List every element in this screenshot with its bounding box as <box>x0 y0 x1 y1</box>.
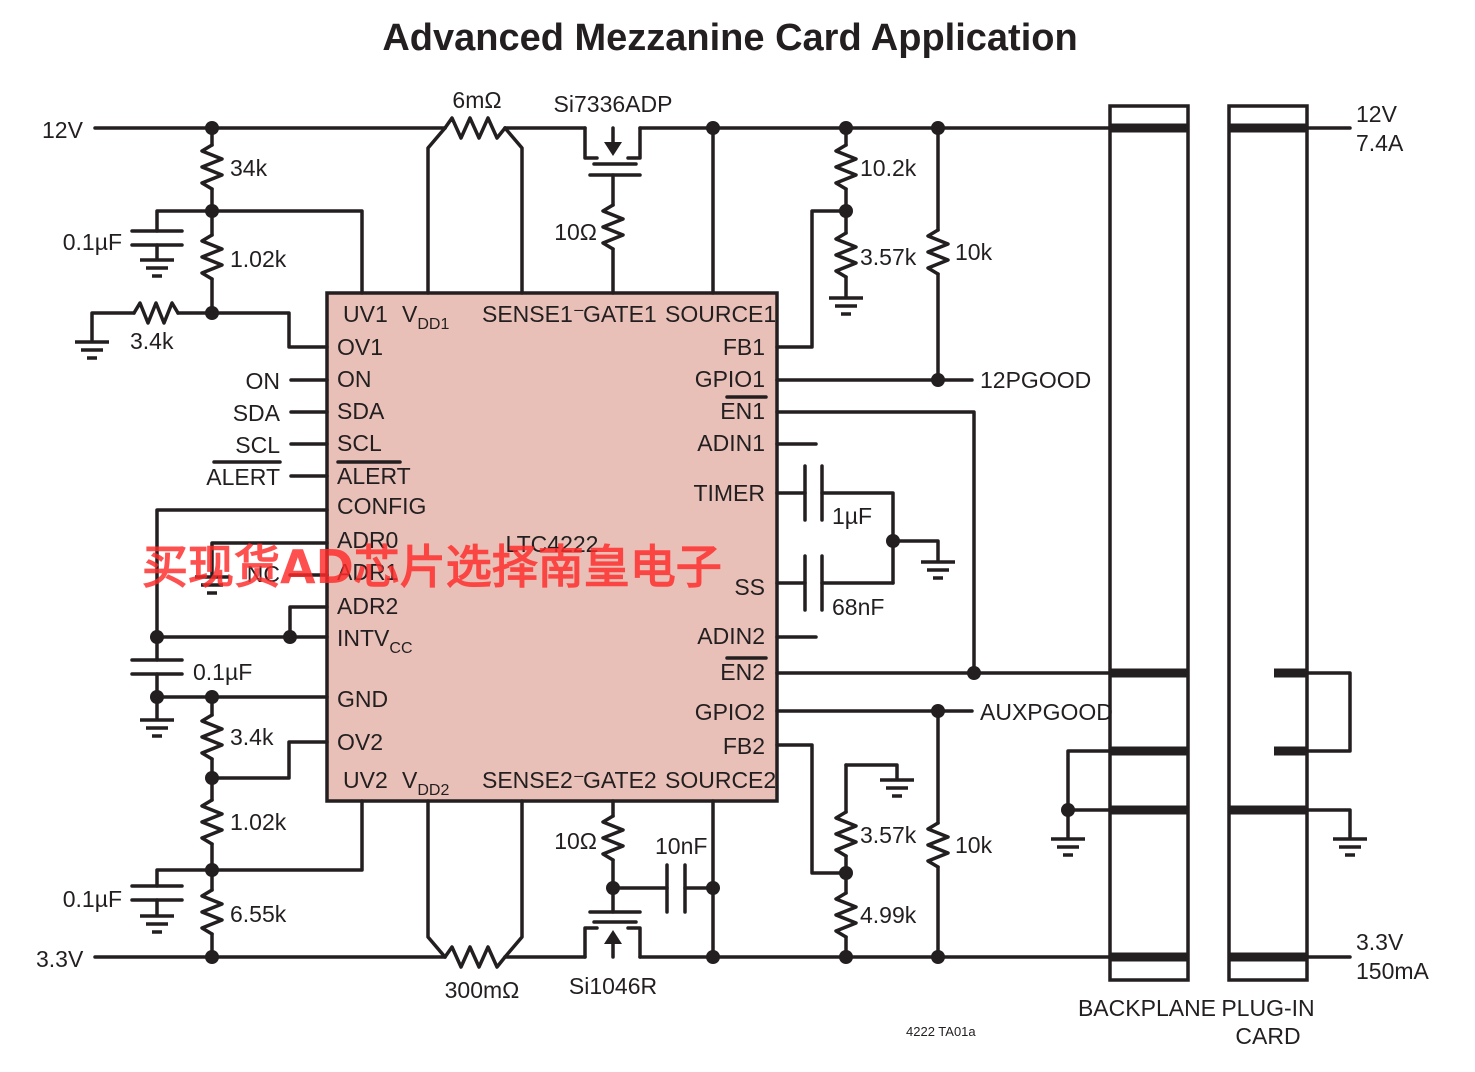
pin-source1: SOURCE1 <box>665 301 776 327</box>
diagram-title: Advanced Mezzanine Card Application <box>382 17 1077 59</box>
pin-on: ON <box>337 366 372 392</box>
uv2-divider <box>130 690 364 964</box>
label-on: ON <box>246 368 281 394</box>
label-c-uv2: 0.1µF <box>63 886 122 912</box>
label-out-33v: 3.3V <box>1356 929 1404 955</box>
label-r-gate2: 10Ω <box>554 828 597 854</box>
label-pgood12: 12PGOOD <box>980 367 1091 393</box>
pin-gate2: GATE2 <box>583 767 657 793</box>
pin-timer: TIMER <box>693 480 765 506</box>
ic-body <box>325 291 779 803</box>
logic-inputs <box>289 378 329 478</box>
label-c-timer: 1µF <box>832 503 872 529</box>
uv1-divider <box>73 121 364 360</box>
pin-gpio1: GPIO1 <box>695 366 765 392</box>
label-plugin-2: CARD <box>1235 1023 1300 1049</box>
pin-gpio2: GPIO2 <box>695 699 765 725</box>
pin-vdd1: VDD1 <box>402 301 449 333</box>
pin-adr0: ADR0 <box>337 527 398 553</box>
label-plugin-1: PLUG-IN <box>1221 995 1314 1021</box>
label-r-102k-fb1: 10.2k <box>860 155 917 181</box>
label-r-10k-pg2: 10k <box>955 832 993 858</box>
pin-adin1: ADIN1 <box>697 430 765 456</box>
pin-adr2: ADR2 <box>337 593 398 619</box>
label-out-12v: 12V <box>1356 101 1398 127</box>
fb1-divider <box>775 121 865 349</box>
pin-sense2: SENSE2⁻ <box>482 767 585 793</box>
label-3v3-in: 3.3V <box>36 946 84 972</box>
figure-id: 4222 TA01a <box>906 1024 976 1039</box>
pin-intvcc: INTVCC <box>337 625 413 657</box>
label-r-357k-fb2: 3.57k <box>860 822 917 848</box>
label-r-10k-pg1: 10k <box>955 239 993 265</box>
pgood12-pullup <box>775 121 974 387</box>
pin-adr1: ADR1 <box>337 559 398 585</box>
pin-source2: SOURCE2 <box>665 767 776 793</box>
pin-uv1: UV1 <box>343 301 388 327</box>
pin-uv2: UV2 <box>343 767 388 793</box>
label-backplane: BACKPLANE <box>1078 995 1216 1021</box>
label-scl: SCL <box>235 432 280 458</box>
pin-gate1: GATE1 <box>583 301 657 327</box>
pin-fb1: FB1 <box>723 334 765 360</box>
pin-gnd: GND <box>337 686 388 712</box>
label-out-33a: 150mA <box>1356 958 1430 984</box>
label-r-34k-ov1: 3.4k <box>130 328 174 354</box>
config-adr-network <box>130 508 329 738</box>
auxpgood-pullup <box>775 704 974 964</box>
label-mosfet2: Si1046R <box>569 973 657 999</box>
timer-ss-caps <box>775 464 957 612</box>
label-r-655k: 6.55k <box>230 901 287 927</box>
pin-alert: ALERT <box>337 463 411 489</box>
label-r-sense2: 300mΩ <box>445 977 520 1003</box>
fb2-divider <box>775 743 916 964</box>
label-r-34k: 34k <box>230 155 268 181</box>
plugin-card-connector <box>1227 104 1369 982</box>
label-out-12a: 7.4A <box>1356 130 1404 156</box>
pin-ov1: OV1 <box>337 334 383 360</box>
backplane-connector <box>1049 104 1190 982</box>
pin-en1: EN1 <box>720 398 765 424</box>
label-r-357k-fb1: 3.57k <box>860 244 917 270</box>
pin-sense1: SENSE1⁻ <box>482 301 585 327</box>
pin-fb2: FB2 <box>723 733 765 759</box>
mosfet-2 <box>583 799 720 959</box>
label-c-intvcc: 0.1µF <box>193 659 252 685</box>
pin-ss: SS <box>734 574 765 600</box>
en-connections <box>775 410 1112 680</box>
pin-ov2: OV2 <box>337 729 383 755</box>
label-auxpgood: AUXPGOOD <box>980 699 1113 725</box>
pin-scl: SCL <box>337 430 382 456</box>
label-r-102k-bot: 1.02k <box>230 809 287 835</box>
ic-name: LTC4222 <box>506 531 599 557</box>
pin-config: CONFIG <box>337 493 426 519</box>
label-12v-in: 12V <box>42 117 84 143</box>
label-r-sense1: 6mΩ <box>452 87 501 113</box>
label-c-uv1: 0.1µF <box>63 229 122 255</box>
label-r-gate1: 10Ω <box>554 219 597 245</box>
label-sda: SDA <box>233 400 281 426</box>
sense-resistor-1 <box>426 116 524 295</box>
watermark: 买现货AD芯片选择南皇电子 <box>142 540 722 594</box>
pin-adin2: ADIN2 <box>697 623 765 649</box>
label-r-102k-top: 1.02k <box>230 246 287 272</box>
sense-resistor-2 <box>426 799 524 969</box>
label-mosfet1: Si7336ADP <box>554 91 673 117</box>
pin-en2: EN2 <box>720 659 765 685</box>
label-c-ss: 68nF <box>832 594 884 620</box>
label-c-gate2: 10nF <box>655 833 707 859</box>
label-nc: NC <box>247 561 280 587</box>
mosfet-1 <box>583 126 642 295</box>
pin-sda: SDA <box>337 398 385 424</box>
pin-vdd2: VDD2 <box>402 767 449 799</box>
label-alert: ALERT <box>206 464 280 490</box>
label-r-499k-fb2: 4.99k <box>860 902 917 928</box>
label-r-34k-ov2: 3.4k <box>230 724 274 750</box>
